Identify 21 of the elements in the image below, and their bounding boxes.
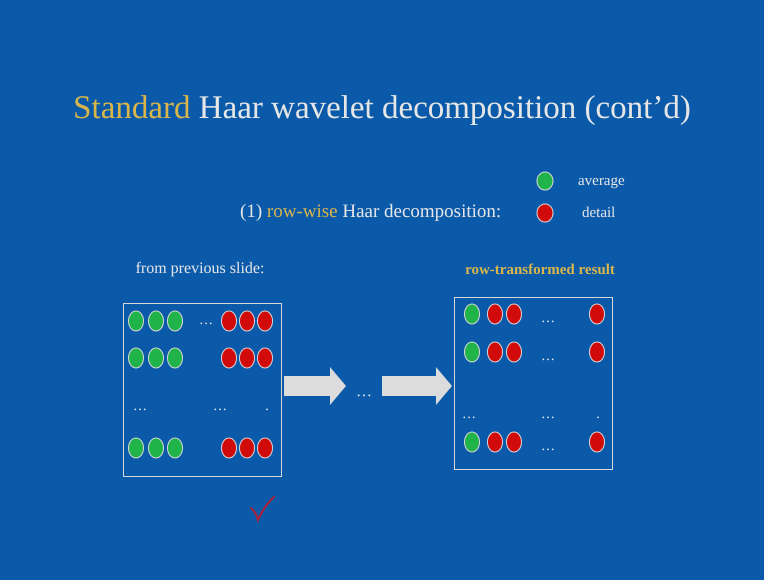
- legend-label: average: [578, 172, 625, 191]
- ellipsis-text: …: [540, 311, 556, 327]
- ellipsis-text: …: [198, 313, 214, 329]
- ellipsis-text: …: [461, 407, 477, 423]
- ellipsis-text: .: [595, 407, 601, 423]
- ellipsis-text: .: [264, 399, 270, 415]
- section-heading: (1) row-wise Haar decomposition:: [240, 200, 502, 224]
- block-arrow: [382, 367, 452, 405]
- ellipsis-text: …: [540, 407, 556, 423]
- slide-title: Standard Haar wavelet decomposition (cont’d): [72, 89, 692, 128]
- ellipsis-text: …: [132, 399, 148, 415]
- matrix-frame: [454, 297, 613, 470]
- ellipsis-text: …: [212, 399, 228, 415]
- panel-heading: row-transformed result: [464, 261, 616, 280]
- ellipsis-text: …: [540, 439, 556, 455]
- ellipsis-text: …: [540, 349, 556, 365]
- ellipsis-text: …: [348, 378, 380, 406]
- panel-heading: from previous slide:: [134, 259, 266, 279]
- matrix-frame: [123, 303, 282, 477]
- legend-label: detail: [582, 204, 616, 223]
- block-arrow: [284, 367, 346, 405]
